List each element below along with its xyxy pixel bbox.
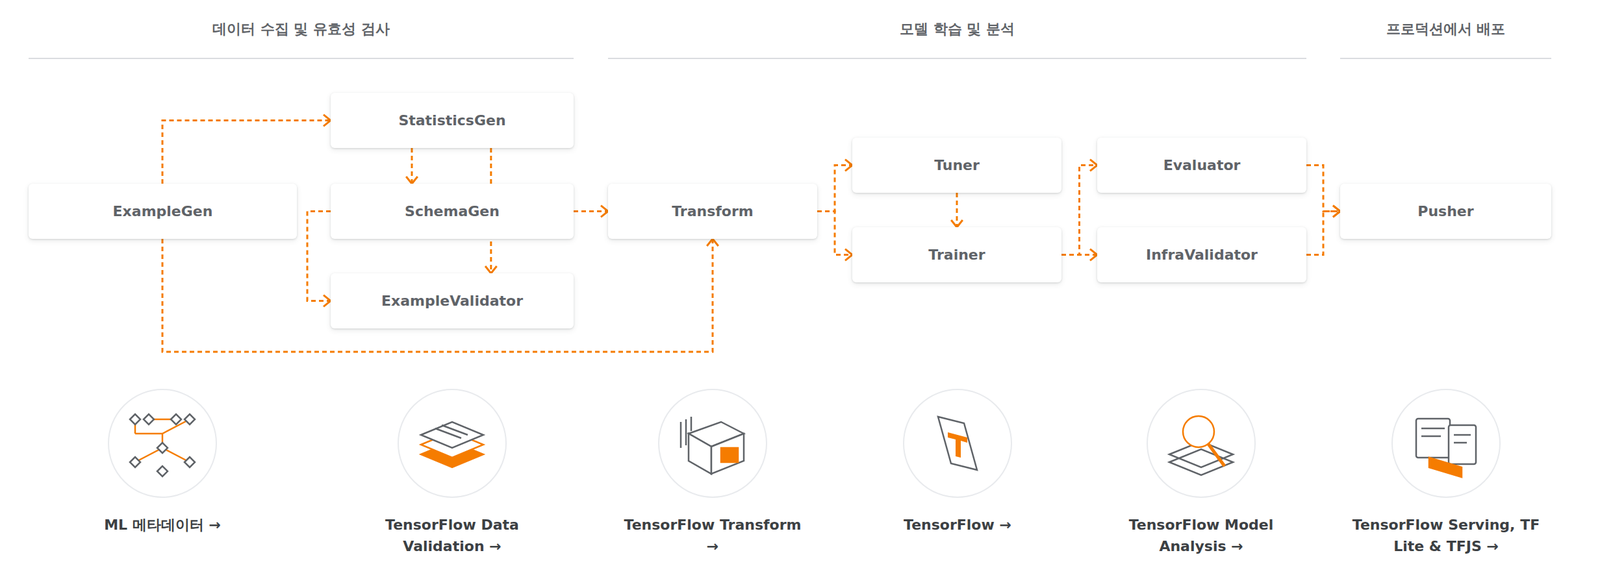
box-label: Trainer [919, 246, 994, 264]
box-label: Pusher [1408, 203, 1483, 220]
dashed-connector [817, 159, 853, 212]
process-box: Tuner [852, 137, 1062, 193]
process-box: ExampleValidator [330, 273, 574, 329]
section-rule [28, 57, 1552, 60]
connector-line [1306, 211, 1341, 256]
metadata-icon [129, 414, 195, 477]
connector-line [817, 211, 853, 256]
arrow-head [600, 205, 609, 218]
process-box: Pusher [1340, 183, 1552, 240]
serving-icon [1416, 419, 1476, 478]
box-label: SchemaGen [395, 203, 509, 220]
dashed-connector [1061, 249, 1098, 262]
arrow-head [485, 266, 497, 274]
connector-line [307, 211, 331, 302]
dashed-connector [817, 211, 853, 262]
dashed-connector [951, 192, 963, 228]
link-label: TensorFlow Data Validation → [361, 514, 544, 558]
section-heading: 모델 학습 및 분석 [608, 19, 1307, 39]
box-label: StatisticsGen [389, 112, 515, 129]
validation-icon [420, 422, 484, 468]
connector-line [573, 210, 609, 213]
arrow-head [1090, 159, 1098, 172]
arrow-head [323, 114, 331, 127]
dashed-connector [307, 211, 331, 308]
transform-icon [680, 417, 744, 475]
connector-line [162, 239, 713, 353]
box-label: Tuner [925, 157, 989, 174]
analysis-icon [1169, 416, 1233, 476]
link-label: TensorFlow Serving, TF Lite & TFJS → [1342, 514, 1550, 558]
dashed-connector [162, 114, 331, 184]
box-label: Evaluator [1154, 157, 1250, 174]
box-label: Transform [662, 203, 763, 220]
process-box: Evaluator [1097, 137, 1307, 193]
connector-line [956, 192, 959, 228]
arrow-head [845, 159, 853, 172]
icon-circle [108, 389, 1500, 498]
connector-line [1061, 165, 1098, 256]
section-heading: 데이터 수집 및 유효성 검사 [28, 19, 574, 39]
box-label: InfraValidator [1136, 246, 1267, 264]
dashed-connector [406, 148, 418, 184]
connector-line [1306, 165, 1341, 212]
process-box: StatisticsGen [330, 92, 574, 149]
connector-line [817, 165, 853, 212]
arrow-head [951, 220, 963, 228]
arrow-head [1090, 249, 1098, 262]
box-label: ExampleValidator [372, 292, 533, 310]
arrow-head [1333, 205, 1341, 218]
arrow-head [323, 295, 331, 308]
process-box: ExampleGen [28, 183, 297, 240]
link-label: TensorFlow Model Analysis → [1110, 514, 1293, 558]
arrow-head [406, 176, 418, 184]
dashed-connector [1061, 159, 1098, 256]
link-label: ML 메타데이터 → [71, 514, 254, 536]
connector-line [162, 120, 331, 185]
process-box: Trainer [852, 227, 1062, 283]
process-box: InfraValidator [1097, 227, 1307, 283]
connector-line [411, 148, 414, 184]
dashed-connector [1306, 165, 1341, 218]
process-box: Transform [608, 183, 818, 240]
tensorflow-icon [938, 417, 978, 471]
box-label: ExampleGen [103, 203, 223, 220]
process-box: SchemaGen [330, 183, 574, 240]
dashed-connector [573, 205, 609, 218]
connector-line [1061, 253, 1098, 256]
section-heading: 프로덕션에서 배포 [1340, 19, 1552, 39]
link-label: TensorFlow → [866, 514, 1049, 536]
link-label: TensorFlow Transform → [621, 514, 804, 558]
dashed-connector [162, 239, 719, 353]
dashed-connector [1306, 205, 1341, 256]
arrow-head [845, 249, 853, 262]
arrow-head [706, 239, 719, 247]
